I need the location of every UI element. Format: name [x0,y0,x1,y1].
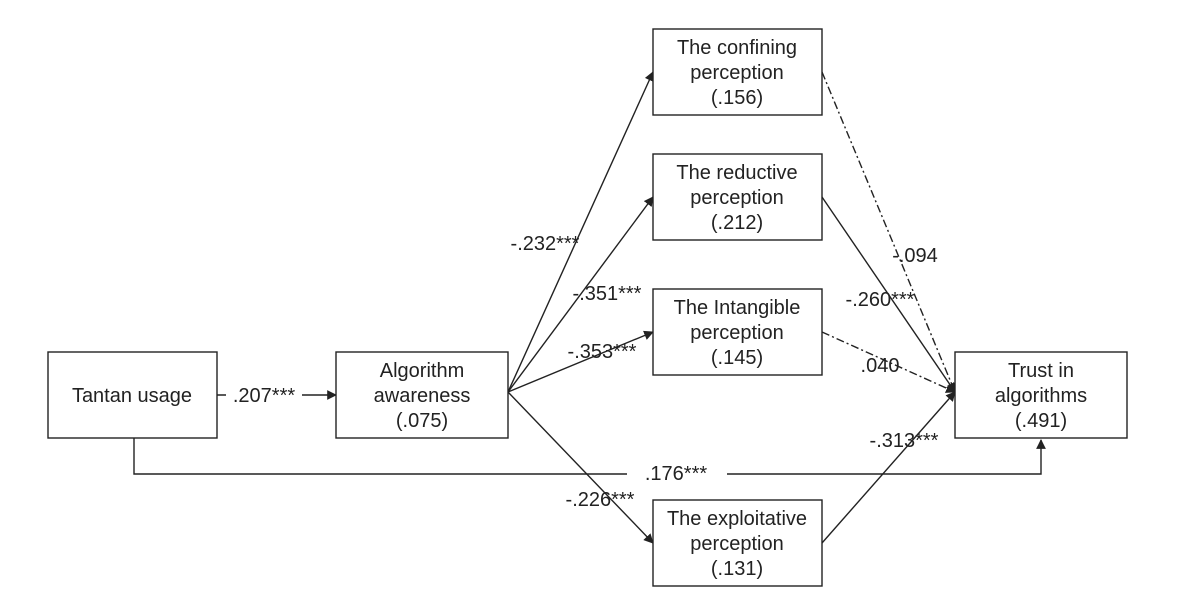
path-awareness-exploitative [507,391,654,544]
path-awareness-confining [507,71,654,393]
node-exploitative-perception: The exploitative perception (.131) [652,499,823,587]
node-tantan-line-1: Tantan usage [72,385,192,407]
node-reductive-line-1: The reductive [676,162,797,184]
path-reductive-trust [821,196,956,393]
node-reductive-line-2: perception [690,187,783,209]
node-awareness-line-2: awareness [374,385,471,407]
node-algorithm-awareness: Algorithm awareness (.075) [335,351,509,439]
path-awareness-reductive [507,196,654,393]
path-exploitative-trust [821,391,956,544]
node-tantan-usage: Tantan usage [47,351,218,439]
node-trust-line-1: Trust in [1008,360,1074,382]
node-trust-line-3: (.491) [1015,410,1067,432]
path-tantan-trust [133,438,1046,475]
node-reductive-line-3: (.212) [711,212,763,234]
node-intangible-line-3: (.145) [711,347,763,369]
coef-awareness-intangible: -.353*** [568,341,637,363]
node-trust-in-algorithms: Trust in algorithms (.491) [954,351,1128,439]
path-awareness-intangible [507,330,654,393]
node-awareness-line-1: Algorithm [380,360,464,382]
coef-tantan-awareness: .207*** [233,385,295,407]
node-confining-line-2: perception [690,62,783,84]
coef-reductive-trust: -.260*** [846,289,915,311]
node-awareness-line-3: (.075) [396,410,448,432]
node-reductive-perception: The reductive perception (.212) [652,153,823,241]
node-intangible-perception: The Intangible perception (.145) [652,288,823,376]
node-confining-line-3: (.156) [711,87,763,109]
coef-awareness-confining: -.232*** [511,233,580,255]
node-intangible-line-2: perception [690,322,783,344]
node-confining-perception: The confining perception (.156) [652,28,823,116]
node-confining-line-1: The confining [677,37,797,59]
coef-awareness-exploitative: -.226*** [566,489,635,511]
coef-awareness-reductive: -.351*** [573,283,642,305]
coef-exploitative-trust: -.313*** [870,430,939,452]
coef-confining-trust: -.094 [892,245,938,267]
path-confining-trust [821,71,957,393]
node-exploitative-line-3: (.131) [711,558,763,580]
coef-intangible-trust: .040 [861,355,900,377]
node-exploitative-line-2: perception [690,533,783,555]
coef-tantan-trust: .176*** [645,463,707,485]
node-intangible-line-1: The Intangible [674,297,801,319]
node-trust-line-2: algorithms [995,385,1087,407]
node-exploitative-line-1: The exploitative [667,508,807,530]
